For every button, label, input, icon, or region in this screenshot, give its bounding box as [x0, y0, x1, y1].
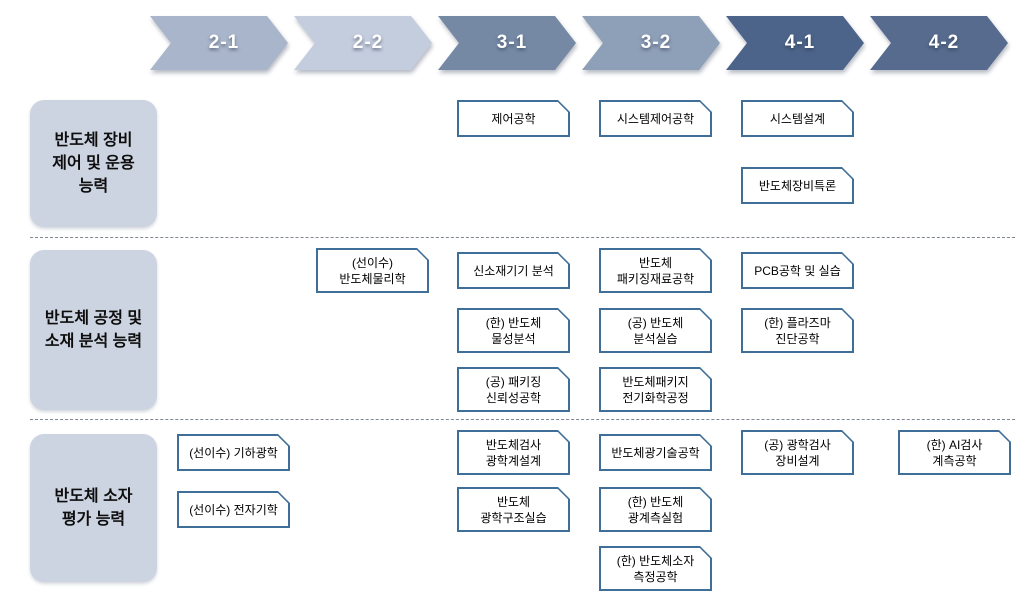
- course-box: (한) 반도체 물성분석: [457, 308, 570, 353]
- course-box: (선이수) 전자기학: [177, 491, 290, 528]
- course-label: (한) 반도체소자 측정공학: [601, 548, 711, 590]
- course-label: (선이수) 기하광학: [179, 436, 289, 470]
- semester-label: 2-1: [208, 32, 240, 53]
- semester-label: 4-1: [784, 32, 816, 53]
- course-label: (한) 플라즈마 진단공학: [743, 310, 853, 352]
- course-box: 반도체검사 광학계설계: [457, 430, 570, 475]
- course-label: (공) 광학검사 장비설계: [743, 432, 853, 474]
- semester-label: 4-2: [928, 32, 960, 53]
- course-box: 반도체 패키징재료공학: [599, 248, 712, 293]
- course-label: 시스템설계: [743, 102, 853, 136]
- course-box: 시스템제어공학: [599, 100, 712, 137]
- chevron-shape: 4-1: [726, 16, 864, 70]
- capability-label: 반도체 소자 평가 능력: [30, 434, 157, 582]
- course-label: 신소재기기 분석: [459, 254, 569, 288]
- course-label: 반도체검사 광학계설계: [459, 432, 569, 474]
- course-box: (공) 패키징 신뢰성공학: [457, 367, 570, 412]
- course-label: PCB공학 및 실습: [743, 254, 853, 288]
- semester-chevron-3-2: 3-2: [582, 16, 720, 70]
- chevron-shape: 2-1: [150, 16, 288, 70]
- course-label: (한) AI검사 계측공학: [900, 432, 1010, 474]
- course-label: 시스템제어공학: [601, 102, 711, 136]
- semester-chevron-4-2: 4-2: [870, 16, 1008, 70]
- course-label: (한) 반도체 물성분석: [459, 310, 569, 352]
- course-box: 반도체광기술공학: [599, 434, 712, 471]
- course-label: 반도체 패키징재료공학: [601, 250, 711, 292]
- course-box: (한) 플라즈마 진단공학: [741, 308, 854, 353]
- row-divider-0: [30, 237, 1015, 238]
- capability-label: 반도체 장비 제어 및 운용 능력: [30, 100, 157, 227]
- capability-label: 반도체 공정 및 소재 분석 능력: [30, 250, 157, 410]
- chevron-shape: 4-2: [870, 16, 1008, 70]
- course-box: (공) 반도체 분석실습: [599, 308, 712, 353]
- course-box: (한) AI검사 계측공학: [898, 430, 1011, 475]
- course-box: (선이수) 기하광학: [177, 434, 290, 471]
- semester-chevron-2-2: 2-2: [294, 16, 432, 70]
- semester-label: 3-2: [640, 32, 672, 53]
- chevron-shape: 2-2: [294, 16, 432, 70]
- course-label: 제어공학: [459, 102, 569, 136]
- course-box: 시스템설계: [741, 100, 854, 137]
- course-label: 반도체 광학구조실습: [459, 489, 569, 531]
- course-label: (공) 반도체 분석실습: [601, 310, 711, 352]
- chevron-shape: 3-2: [582, 16, 720, 70]
- course-label: 반도체패키지 전기화학공정: [601, 369, 711, 411]
- course-box: 반도체 광학구조실습: [457, 487, 570, 532]
- semester-chevron-3-1: 3-1: [438, 16, 576, 70]
- course-box: (한) 반도체소자 측정공학: [599, 546, 712, 591]
- course-label: 반도체광기술공학: [601, 436, 711, 470]
- course-box: (선이수) 반도체물리학: [316, 248, 429, 293]
- course-box: (공) 광학검사 장비설계: [741, 430, 854, 475]
- semester-chevron-2-1: 2-1: [150, 16, 288, 70]
- course-box: 신소재기기 분석: [457, 252, 570, 289]
- course-label: (선이수) 전자기학: [179, 493, 289, 527]
- semester-chevron-4-1: 4-1: [726, 16, 864, 70]
- semester-label: 2-2: [352, 32, 384, 53]
- course-box: PCB공학 및 실습: [741, 252, 854, 289]
- course-label: (공) 패키징 신뢰성공학: [459, 369, 569, 411]
- chevron-shape: 3-1: [438, 16, 576, 70]
- course-box: (한) 반도체 광계측실험: [599, 487, 712, 532]
- semester-label: 3-1: [496, 32, 528, 53]
- course-box: 반도체장비특론: [741, 167, 854, 204]
- course-label: (한) 반도체 광계측실험: [601, 489, 711, 531]
- course-box: 제어공학: [457, 100, 570, 137]
- course-box: 반도체패키지 전기화학공정: [599, 367, 712, 412]
- row-divider-1: [30, 419, 1015, 420]
- course-label: 반도체장비특론: [743, 169, 853, 203]
- course-label: (선이수) 반도체물리학: [318, 250, 428, 292]
